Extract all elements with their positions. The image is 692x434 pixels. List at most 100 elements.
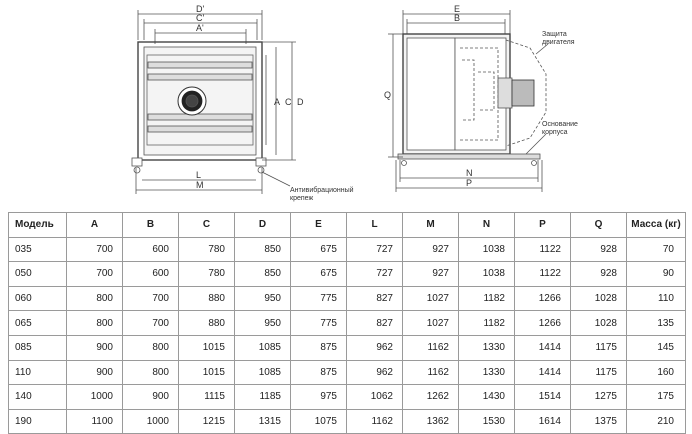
- dim-p: P: [466, 178, 472, 188]
- table-cell: 675: [290, 261, 347, 287]
- table-cell: 1215: [178, 408, 235, 434]
- table-cell: 110: [626, 285, 686, 312]
- table-cell: 035: [8, 236, 67, 263]
- dim-a: A: [274, 97, 280, 107]
- table-cell: 727: [346, 261, 403, 287]
- table-cell: 1075: [290, 408, 347, 434]
- table-cell: 600: [122, 236, 179, 263]
- column-header: N: [458, 212, 515, 238]
- column-header: M: [402, 212, 459, 238]
- table-cell: 780: [178, 236, 235, 263]
- table-cell: 210: [626, 408, 686, 434]
- table-cell: 70: [626, 236, 686, 263]
- table-cell: 950: [234, 310, 291, 336]
- table-cell: 1085: [234, 359, 291, 386]
- column-header: E: [290, 212, 347, 238]
- column-header: Q: [570, 212, 627, 238]
- table-cell: 1414: [514, 359, 571, 386]
- column-header: A: [66, 212, 123, 238]
- table-cell: 1266: [514, 310, 571, 336]
- table-cell: 1266: [514, 285, 571, 312]
- front-view: [131, 10, 296, 194]
- table-cell: 1085: [234, 334, 291, 361]
- dim-a-prime: A': [196, 23, 204, 33]
- table-cell: 90: [626, 261, 686, 287]
- table-cell: 1185: [234, 384, 291, 410]
- callout-base: Основание: [542, 121, 578, 128]
- table-cell: 160: [626, 359, 686, 386]
- table-cell: 850: [234, 236, 291, 263]
- table-cell: 175: [626, 384, 686, 410]
- callout-base-2: корпуса: [542, 129, 568, 136]
- column-header: Модель: [8, 212, 67, 238]
- table-cell: 1122: [514, 261, 571, 287]
- table-cell: 900: [66, 334, 123, 361]
- table-cell: 1182: [458, 285, 515, 312]
- table-cell: 1027: [402, 310, 459, 336]
- column-header: P: [514, 212, 571, 238]
- table-cell: 875: [290, 359, 347, 386]
- table-cell: 800: [66, 285, 123, 312]
- table-cell: 975: [290, 384, 347, 410]
- table-cell: 900: [122, 384, 179, 410]
- table-cell: 1414: [514, 334, 571, 361]
- table-cell: 1038: [458, 261, 515, 287]
- table-cell: 1530: [458, 408, 515, 434]
- callout-mount-2: крепеж: [290, 195, 313, 202]
- table-cell: 962: [346, 334, 403, 361]
- table-cell: 1375: [570, 408, 627, 434]
- dim-n: N: [466, 168, 473, 178]
- table-cell: 850: [234, 261, 291, 287]
- table-cell: 800: [122, 334, 179, 361]
- table-cell: 1315: [234, 408, 291, 434]
- table-cell: 1162: [346, 408, 403, 434]
- technical-drawing: D' C' A' A C D L M Антивибрационный креп…: [131, 4, 578, 202]
- table-cell: 110: [8, 359, 67, 386]
- table-cell: 1015: [178, 334, 235, 361]
- table-cell: 1182: [458, 310, 515, 336]
- table-cell: 1015: [178, 359, 235, 386]
- column-header: L: [346, 212, 403, 238]
- dim-c-prime: C': [196, 13, 204, 23]
- dim-c: C: [285, 97, 292, 107]
- table-cell: 880: [178, 310, 235, 336]
- table-cell: 1100: [66, 408, 123, 434]
- callout-motor-2: двигателя: [542, 39, 575, 46]
- table-cell: 060: [8, 285, 67, 312]
- table-cell: 145: [626, 334, 686, 361]
- table-cell: 700: [122, 310, 179, 336]
- table-cell: 1000: [66, 384, 123, 410]
- table-cell: 135: [626, 310, 686, 336]
- table-cell: 1162: [402, 334, 459, 361]
- table-cell: 1330: [458, 334, 515, 361]
- column-header: D: [234, 212, 291, 238]
- table-cell: 1000: [122, 408, 179, 434]
- table-cell: 1362: [402, 408, 459, 434]
- table-cell: 700: [122, 285, 179, 312]
- table-cell: 927: [402, 236, 459, 263]
- table-cell: 800: [122, 359, 179, 386]
- table-cell: 1614: [514, 408, 571, 434]
- table-cell: 1122: [514, 236, 571, 263]
- dim-d-prime: D': [196, 4, 204, 14]
- table-cell: 1115: [178, 384, 235, 410]
- table-cell: 1175: [570, 334, 627, 361]
- table-cell: 775: [290, 310, 347, 336]
- table-cell: 827: [346, 310, 403, 336]
- table-cell: 1162: [402, 359, 459, 386]
- table-cell: 775: [290, 285, 347, 312]
- table-cell: 1330: [458, 359, 515, 386]
- table-cell: 1514: [514, 384, 571, 410]
- table-cell: 675: [290, 236, 347, 263]
- table-cell: 800: [66, 310, 123, 336]
- table-cell: 880: [178, 285, 235, 312]
- column-header: Масса (кг): [626, 212, 686, 238]
- table-cell: 1430: [458, 384, 515, 410]
